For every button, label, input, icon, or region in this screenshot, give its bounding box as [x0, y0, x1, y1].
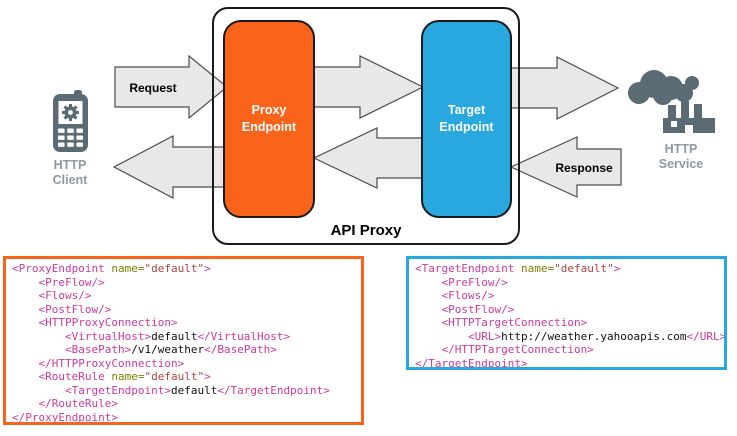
code-line: <PreFlow/> — [415, 275, 508, 289]
http-client-icon — [53, 90, 88, 152]
response-label: Response — [555, 161, 613, 175]
code-line: <BasePath>/v1/weather</BasePath> — [12, 343, 277, 356]
code-line: </TargetEndpoint> — [415, 356, 528, 370]
code-line: <RouteRule name="default"> — [12, 370, 211, 383]
http-client-label: HTTP Client — [52, 158, 88, 187]
proxy-to-client-arrow — [112, 135, 229, 199]
proxy-endpoint-label: Proxy Endpoint — [241, 103, 297, 134]
keypad — [58, 128, 83, 147]
code-line: <PostFlow/> — [12, 302, 112, 316]
code-line: <PostFlow/> — [415, 302, 515, 316]
code-line: </HTTPTargetConnection> — [415, 343, 594, 356]
proxy-endpoint-code-block: <ProxyEndpoint name="default"> <PreFlow/… — [3, 256, 364, 425]
api-proxy-container: API Proxy — [212, 7, 520, 245]
target-endpoint-label: Target Endpoint — [439, 103, 494, 134]
mobile-phone-icon — [53, 90, 88, 152]
factory-cloud-icon — [628, 70, 715, 133]
target-to-service-arrow — [510, 56, 620, 120]
request-arrow — [114, 54, 228, 120]
http-service-icon — [627, 62, 719, 133]
smoke-cloud-icon — [628, 70, 699, 105]
flow-arrows — [112, 54, 622, 199]
code-line: <URL>http://weather.yahooapis.com</URL> — [415, 329, 727, 343]
code-line: <HTTPTargetConnection> — [415, 316, 588, 329]
code-line: </HTTPProxyConnection> — [12, 356, 185, 370]
code-line: <ProxyEndpoint name="default"> — [12, 262, 211, 275]
target-endpoint-code-block: <TargetEndpoint name="default"> <PreFlow… — [406, 256, 727, 370]
request-label: Request — [129, 81, 177, 95]
api-proxy-label: API Proxy — [330, 222, 402, 239]
code-line: <Flows/> — [415, 289, 495, 302]
target-to-proxy-arrow — [312, 127, 424, 189]
target-endpoint-box: Target Endpoint — [421, 20, 512, 218]
code-line: <HTTPProxyConnection> — [12, 316, 178, 329]
code-line: <VirtualHost>default</VirtualHost> — [12, 329, 291, 343]
code-line: <PreFlow/> — [12, 275, 105, 289]
http-service-label: HTTP Service — [658, 142, 704, 171]
code-line: <TargetEndpoint name="default"> — [415, 262, 621, 275]
factory-icon — [663, 101, 715, 133]
code-line: <Flows/> — [12, 289, 92, 302]
proxy-to-target-arrow — [312, 55, 425, 119]
gear-icon — [62, 104, 79, 121]
proxy-endpoint-box: Proxy Endpoint — [223, 20, 315, 218]
code-line: </RouteRule> — [12, 397, 118, 410]
code-line: <TargetEndpoint>default</TargetEndpoint> — [12, 383, 330, 397]
code-line: </ProxyEndpoint> — [12, 410, 118, 424]
response-arrow — [509, 136, 622, 198]
